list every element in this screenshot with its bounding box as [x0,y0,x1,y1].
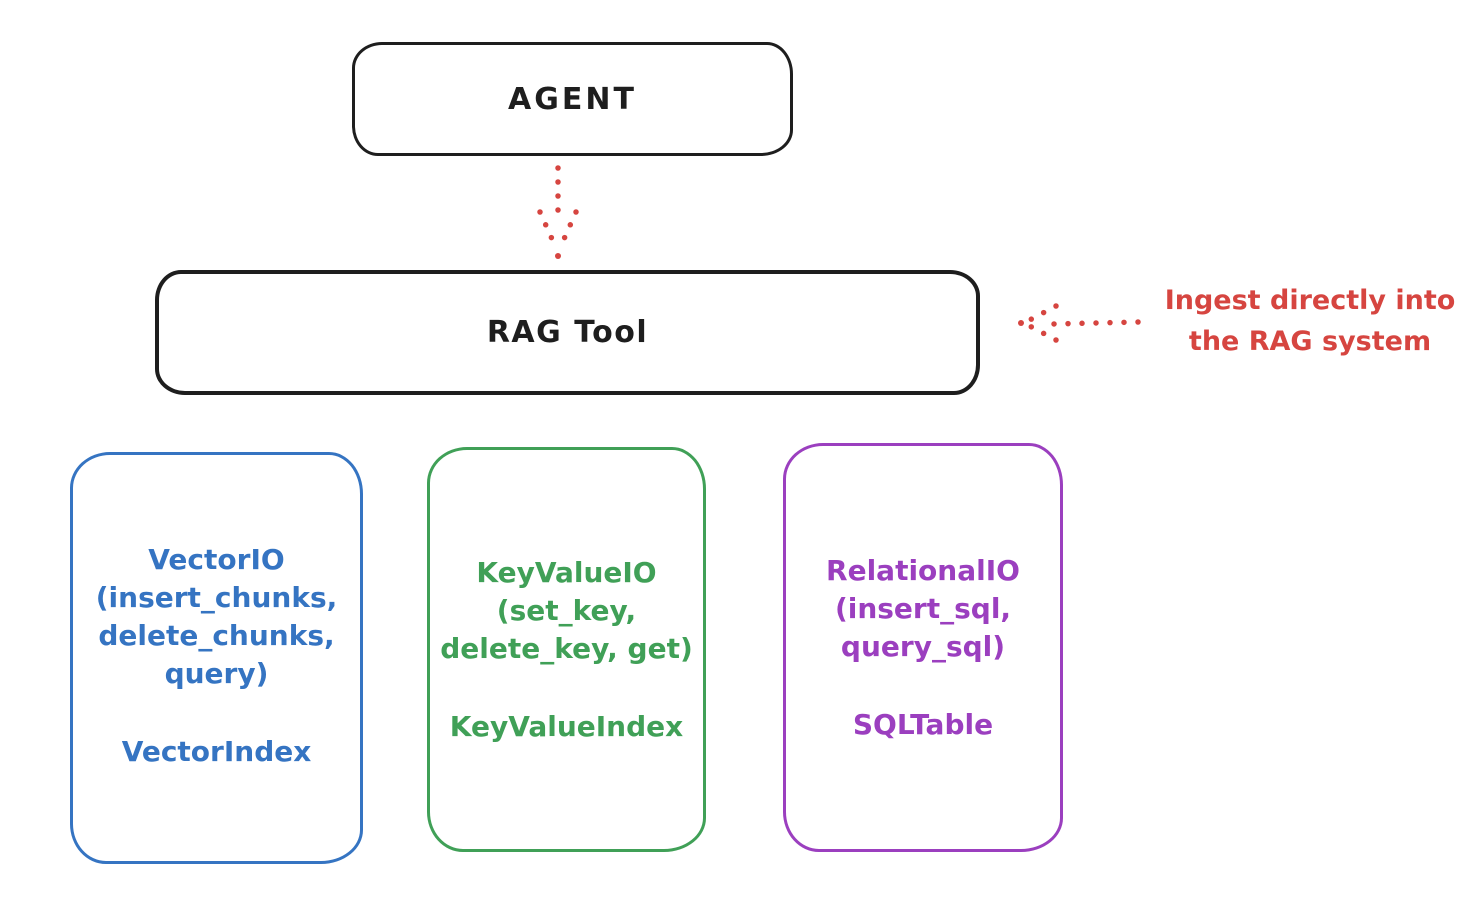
keyvalueindex-label: KeyValueIndex [449,710,684,744]
keyvalueio-node: KeyValueIO (set_key, delete_key, get) Ke… [427,447,706,852]
agent-node: AGENT [352,42,793,156]
dotted-arrow-left-icon [1018,303,1141,343]
sqltable-label: SQLTable [852,708,994,742]
vectorio-line: VectorIO [148,543,285,576]
ragtool-label: RAG Tool [486,315,649,350]
vectorio-line: delete_chunks, [98,619,335,653]
ragtool-node: RAG Tool [155,270,980,395]
relationalio-line: RelationalIO [826,554,1020,587]
vectorio-node: VectorIO (insert_chunks, delete_chunks, … [70,452,363,864]
ingest-annotation: Ingest directly into the RAG system [1136,281,1484,362]
relationalio-line: query_sql) [840,630,1006,664]
vectorio-line: query) [164,657,269,691]
dotted-arrow-down-icon [537,165,579,259]
relationalio-node: RelationalIO (insert_sql, query_sql) SQL… [783,443,1063,852]
ingest-annotation-line2: the RAG system [1188,325,1432,357]
ingest-annotation-line1: Ingest directly into [1164,285,1456,316]
vectorindex-label: VectorIndex [121,735,312,769]
relationalio-line: (insert_sql, [834,592,1012,626]
keyvalueio-line: delete_key, get) [440,632,693,666]
keyvalueio-line: KeyValueIO [476,556,657,589]
keyvalueio-line: (set_key, [496,594,637,628]
vectorio-line: (insert_chunks, [95,581,338,615]
agent-label: AGENT [508,81,637,117]
